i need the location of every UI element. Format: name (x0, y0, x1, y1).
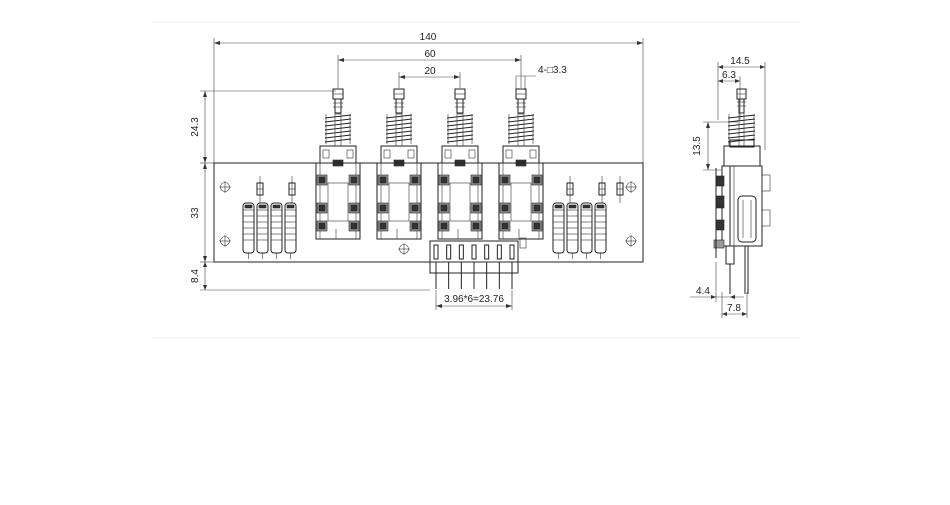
connector-pin (509, 244, 515, 289)
connector-pin (433, 244, 439, 289)
dim-button-span: 60 (337, 49, 522, 88)
side-view: 14.5 6.3 13.5 (690, 56, 771, 318)
push-buttons (315, 88, 544, 240)
dim-button-pitch-label: 20 (424, 66, 436, 77)
dim-board-height: 33 (190, 163, 214, 263)
dim-spring-height-label: 13.5 (692, 136, 703, 156)
resistor-bank (552, 176, 624, 259)
push-button-switch (498, 88, 544, 240)
side-switch-body (713, 145, 771, 258)
connector-pin (484, 244, 490, 289)
side-leads (725, 245, 749, 294)
push-button-switch (315, 88, 361, 240)
mounting-hole (398, 243, 410, 255)
resistor-bank (242, 176, 297, 259)
dim-button-height: 24.3 (190, 90, 336, 164)
mounting-hole (219, 181, 231, 193)
hole-spec-label: 4-□3.3 (538, 65, 567, 76)
dim-lead-span: 7.8 (721, 292, 748, 318)
mounting-hole (625, 235, 637, 247)
dim-connector-pitch: 3.96*6=23.76 (435, 290, 513, 310)
connector-pin (471, 244, 477, 289)
side-spring (727, 112, 756, 148)
dim-connector-pitch-label: 3.96*6=23.76 (444, 294, 504, 305)
front-view: 140 60 20 4-□3.3 (190, 32, 644, 310)
dim-overall-width: 140 (213, 32, 644, 163)
side-plunger (736, 88, 747, 114)
dim-board-height-label: 33 (190, 207, 201, 219)
dim-button-span-label: 60 (424, 49, 436, 60)
dim-pin-height: 8.4 (190, 262, 430, 291)
resistor-banks (242, 176, 624, 259)
push-button-switch (437, 88, 483, 240)
hole-spec-callout: 4-□3.3 (515, 65, 567, 90)
dim-lead-span-label: 7.8 (727, 303, 741, 314)
mounting-hole (219, 235, 231, 247)
pcb-board (213, 162, 644, 263)
dim-button-pitch: 20 (398, 66, 461, 88)
dim-total-depth: 14.5 (717, 56, 766, 150)
dim-total-depth-label: 14.5 (730, 56, 750, 67)
dim-lead-offset: 4.4 (690, 262, 744, 302)
mounting-holes (219, 181, 637, 255)
connector-pin (458, 244, 464, 289)
connector (429, 237, 527, 289)
connector-pin (496, 244, 502, 289)
push-button-switch (376, 88, 422, 240)
connector-pins (433, 244, 515, 289)
mounting-hole (625, 181, 637, 193)
connector-pin (446, 244, 452, 289)
dim-button-height-label: 24.3 (190, 117, 201, 137)
dim-overall-width-label: 140 (420, 32, 437, 43)
dim-switch-depth-label: 6.3 (722, 70, 736, 81)
dim-lead-offset-label: 4.4 (696, 286, 710, 297)
dim-pin-height-label: 8.4 (190, 269, 201, 283)
